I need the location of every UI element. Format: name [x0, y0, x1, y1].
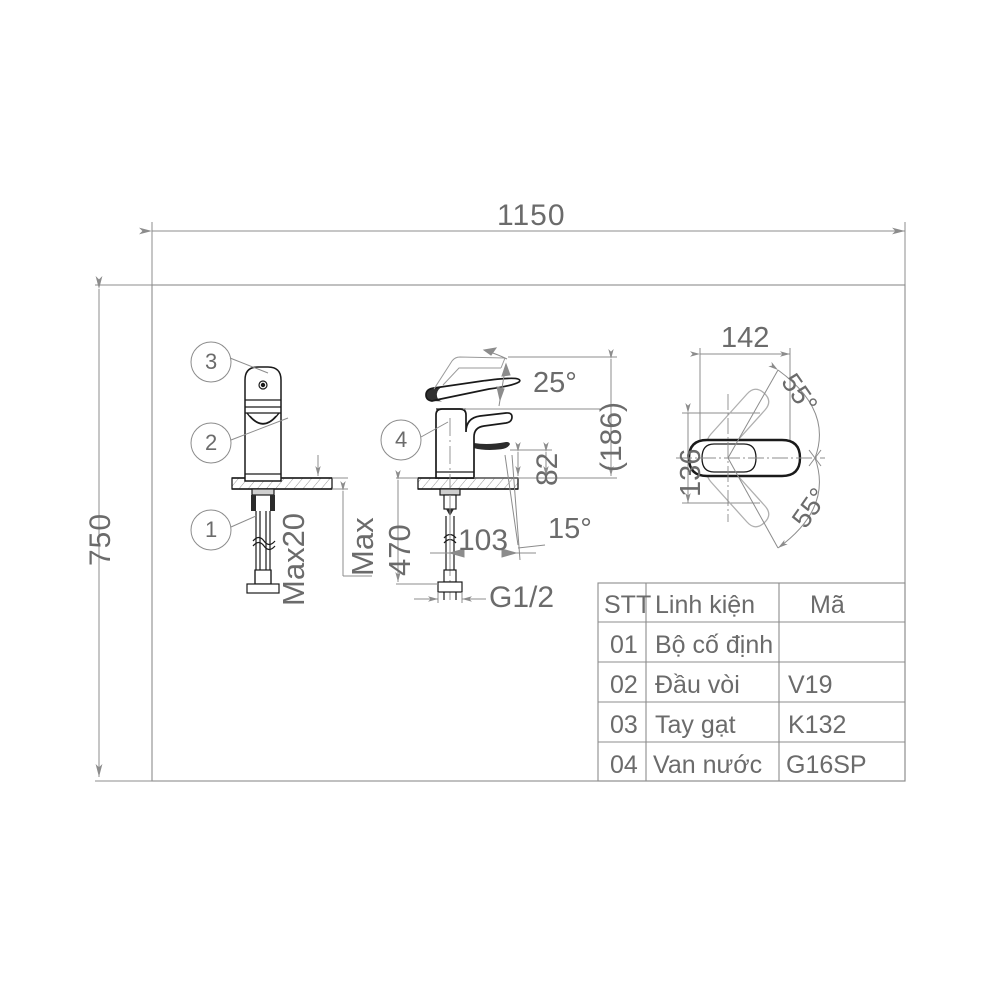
table-row-1-stt: 01 — [610, 631, 638, 659]
table-row-3-stt: 03 — [610, 711, 638, 739]
left-faucet-details — [245, 380, 281, 475]
table-row-4-part: Van nước — [653, 751, 763, 779]
center-reach-label: 103 — [458, 524, 509, 557]
center-view-faucet — [395, 347, 617, 603]
table-row-1-part: Bộ cố định — [655, 631, 774, 659]
table-row-2-part: Đầu vòi — [655, 671, 740, 699]
callout-bubbles-center — [380, 419, 449, 461]
table-row-2-code: V19 — [788, 671, 833, 699]
center-thread-label: G1/2 — [489, 581, 555, 614]
overall-height-dimension — [95, 276, 152, 782]
center-total-height-dimension — [552, 349, 617, 479]
center-thread-dimension — [414, 592, 486, 603]
callout-2-label: 2 — [205, 430, 218, 455]
overall-width-label: 1150 — [497, 199, 566, 232]
callout-3-circle — [190, 341, 232, 383]
center-reach-dimension — [430, 454, 536, 561]
center-max470-dimension — [395, 470, 438, 585]
top-view-handle-inner — [701, 443, 757, 473]
center-spout-shade — [474, 441, 510, 450]
center-lever-handle — [425, 377, 521, 402]
center-counter-slab — [417, 477, 519, 490]
center-spout-height-label: 82 — [531, 452, 564, 486]
table-row-2-stt: 02 — [610, 671, 638, 699]
center-hose-length-label: 470 — [382, 524, 417, 576]
callout-3-label: 3 — [205, 349, 218, 374]
table-row-4-code: G16SP — [786, 751, 867, 779]
table-row-3-code: K132 — [788, 711, 847, 739]
border-frame — [151, 284, 906, 782]
left-max20-label: Max20 — [276, 512, 311, 606]
center-open-angle-label: 25° — [533, 367, 577, 399]
callout-1-label: 1 — [205, 517, 218, 542]
center-spout-height-dimension — [474, 442, 552, 479]
top-view-handle — [676, 348, 825, 549]
center-tilt-angle-dimension — [504, 454, 546, 549]
callout-1-circle — [190, 509, 232, 551]
center-open-angle-dimension — [463, 347, 600, 410]
table-row-3-part: Tay gạt — [655, 711, 736, 739]
center-handle-phantom — [433, 356, 506, 390]
center-body-detail — [436, 408, 474, 473]
left-view-faucet — [231, 366, 372, 594]
center-max-label: Max — [345, 517, 380, 576]
center-tilt-angle-label: 15° — [548, 513, 592, 545]
callout-bubbles-left — [190, 341, 289, 551]
table-header-stt: STT — [604, 591, 652, 619]
top-view-swivel-arcs — [727, 361, 822, 549]
center-lever-shade — [426, 387, 442, 402]
parts-table-grid — [597, 582, 906, 782]
callout-4-label: 4 — [395, 427, 408, 452]
left-max20-dimension — [315, 455, 372, 577]
table-header-part: Linh kiện — [655, 591, 756, 619]
callout-2-circle — [190, 422, 232, 464]
overall-width-dimension — [139, 222, 906, 285]
table-row-4-stt: 04 — [610, 751, 638, 779]
top-view-depth-label: 136 — [675, 448, 707, 497]
table-header-code: Mã — [810, 591, 845, 619]
center-total-height-label: (186) — [595, 401, 628, 472]
callout-4-circle — [380, 419, 422, 461]
top-view-width-label: 142 — [721, 322, 770, 354]
overall-height-label: 750 — [84, 512, 117, 566]
left-supply-shank — [246, 488, 280, 594]
